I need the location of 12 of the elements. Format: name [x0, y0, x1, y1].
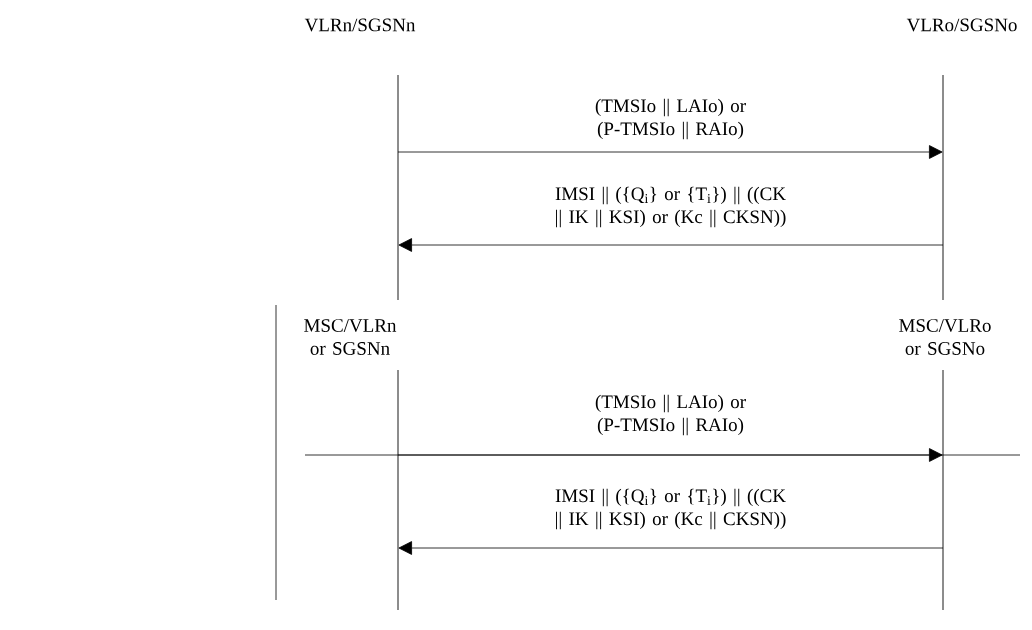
- message-arrow: [398, 541, 944, 555]
- message-label: (TMSIo || LAIo) or (P-TMSIo || RAIo): [595, 394, 746, 436]
- message-label: (TMSIo || LAIo) or (P-TMSIo || RAIo): [595, 98, 746, 140]
- lifeline-label: VLRn/SGSNn: [304, 18, 416, 32]
- message-arrow: [397, 145, 943, 159]
- message-label: IMSI || ({Q$_{i}$} or {T$_{i}$}) || ((CK || IK || KSI) or (Kc || CKSN)): [555, 488, 786, 530]
- lifeline-label: MSC/VLRo or SGSNo: [899, 319, 991, 355]
- message-label: IMSI || ({Q$_{i}$} or {T$_{i}$}) || ((CK || IK || KSI) or (Kc || CKSN)): [555, 186, 786, 228]
- message-arrow: [397, 448, 943, 462]
- lifeline-label: MSC/VLRn or SGSNn: [304, 319, 397, 355]
- lifeline-label: VLRo/SGSNo: [906, 18, 1017, 32]
- message-arrow: [398, 238, 944, 252]
